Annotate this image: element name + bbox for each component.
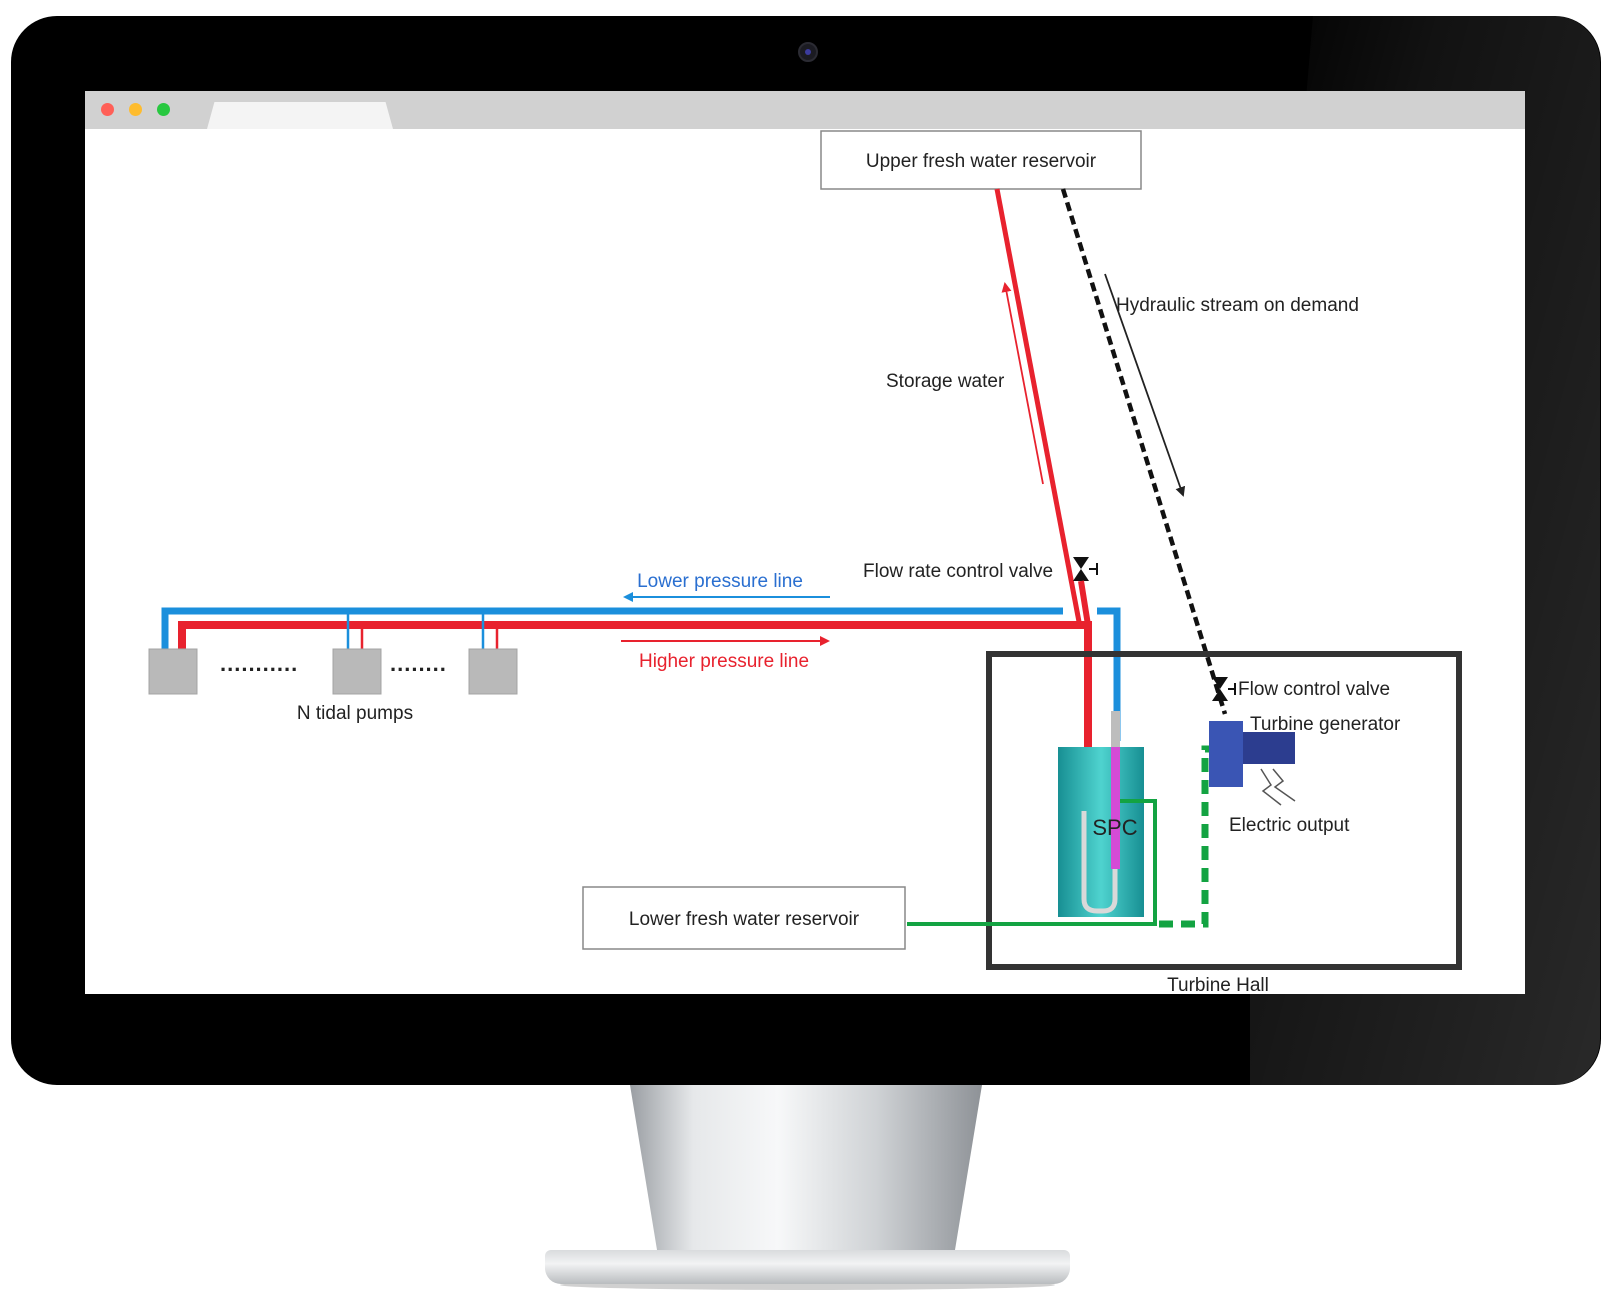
monitor-stand-shadow [560, 1280, 1055, 1290]
lower-reservoir-box: Lower fresh water reservoir [582, 886, 906, 950]
lower-reservoir-label: Lower fresh water reservoir [629, 909, 860, 930]
storage-pipe-lower [1078, 580, 1091, 626]
tidal-pumps-label: N tidal pumps [297, 703, 413, 724]
higher-pressure-line [178, 621, 1092, 811]
storage-water-label: Storage water [886, 371, 1005, 392]
spc-inlet-tube [1111, 711, 1120, 751]
maximize-window-button[interactable] [157, 103, 170, 116]
upper-reservoir-label: Upper fresh water reservoir [866, 151, 1097, 172]
lower-pressure-line [161, 607, 1063, 649]
lower-pressure-label: Lower pressure line [637, 571, 803, 592]
flow-control-valve-icon [1212, 677, 1236, 701]
tidal-pump-1 [148, 648, 198, 695]
spc-unit: SPC [1058, 711, 1144, 917]
flow-control-valve-label: Flow control valve [1238, 679, 1390, 700]
hydraulic-stream-arrow [1104, 273, 1186, 497]
higher-pressure-label: Higher pressure line [639, 651, 809, 672]
hydraulic-stream-line [1060, 188, 1228, 715]
upper-reservoir-box: Upper fresh water reservoir [820, 130, 1142, 190]
storage-water-arrow [1001, 282, 1044, 485]
pumps-ellipsis-1: ........... [220, 651, 298, 676]
spc-label: SPC [1092, 815, 1137, 840]
return-line-spc [907, 799, 1157, 926]
tidal-storage-diagram: Upper fresh water reservoir Storage wate… [148, 130, 1462, 994]
turbine-hall-box [986, 651, 1462, 970]
close-window-button[interactable] [101, 103, 114, 116]
hydraulic-stream-label: Hydraulic stream on demand [1116, 295, 1359, 316]
browser-title-bar [85, 91, 1525, 129]
storage-pipe-upper [994, 188, 1083, 628]
turbine-generator-label: Turbine generator [1250, 714, 1401, 735]
monitor-stand-base [545, 1250, 1070, 1284]
screen: Upper fresh water reservoir Storage wate… [85, 91, 1525, 994]
browser-tab[interactable] [207, 102, 393, 129]
lower-pressure-line-to-spc [1097, 607, 1121, 741]
spc-u-tube [1081, 811, 1118, 914]
tidal-pump-2 [332, 648, 382, 695]
upper-reservoir-frame [820, 130, 1142, 190]
turbine-body [1209, 721, 1243, 787]
minimize-window-button[interactable] [129, 103, 142, 116]
webcam-icon [798, 42, 818, 62]
electric-output-icon [1260, 768, 1296, 806]
lower-reservoir-frame [582, 886, 906, 950]
generator-body [1243, 732, 1295, 764]
turbine-generator-icon [1209, 721, 1296, 806]
turbine-hall-label: Turbine Hall [1167, 975, 1269, 994]
webcam-lens [805, 49, 811, 55]
spc-tank [1058, 747, 1144, 917]
pumps-ellipsis-2: ........ [390, 651, 447, 676]
flow-rate-valve-label: Flow rate control valve [863, 561, 1053, 582]
flow-rate-valve-icon [1073, 557, 1098, 581]
tidal-pump-3 [468, 648, 518, 695]
electric-output-label: Electric output [1229, 815, 1350, 836]
monitor-stand-neck [630, 1085, 982, 1257]
spc-pressure-tube [1111, 747, 1120, 869]
